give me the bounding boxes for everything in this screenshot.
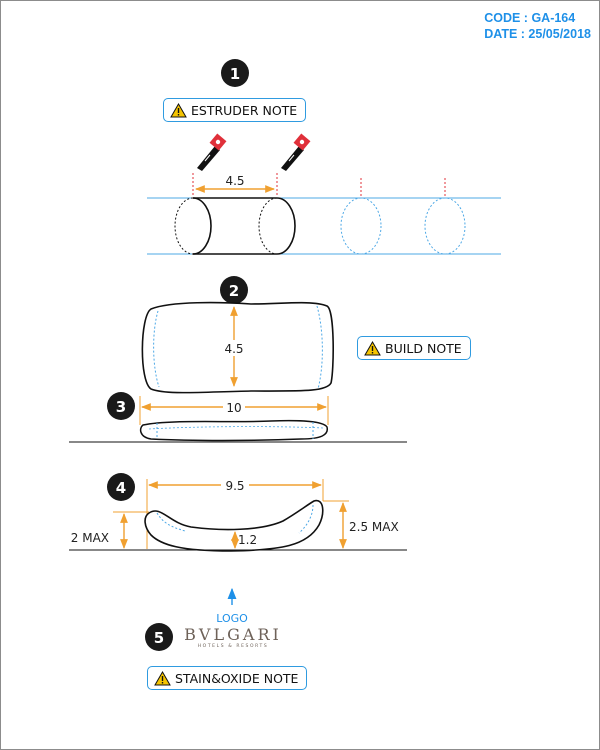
extrusion-spacing-label: 4.5 <box>225 174 244 188</box>
cut-lines <box>192 173 278 197</box>
slab-side-view <box>139 419 329 442</box>
final-length-label: 9.5 <box>225 479 244 493</box>
step-5-number: 5 <box>154 629 164 647</box>
warning-icon <box>154 670 171 685</box>
final-length-dimension: 9.5 <box>146 477 324 549</box>
brand-subline: HOTELS & RESORTS <box>197 644 269 649</box>
extruded-clay-slice <box>174 197 296 255</box>
warning-icon <box>170 102 187 117</box>
step-2-number: 2 <box>229 282 239 300</box>
step-5-badge: 5 <box>145 623 173 651</box>
center-thickness-dimension: 1.2 <box>231 531 257 549</box>
product-code: CODE : GA-164 <box>484 11 576 25</box>
build-height-dimension: 4.5 <box>222 306 246 387</box>
step-4-badge: 4 <box>107 473 135 501</box>
center-thickness-label: 1.2 <box>238 533 257 547</box>
warning-icon <box>364 340 381 355</box>
estruder-note-button[interactable]: ESTRUDER NOTE <box>163 98 307 122</box>
extruder-rails <box>147 197 501 255</box>
left-height-dimension: 2 MAX <box>71 511 149 549</box>
step-3-badge: 3 <box>107 392 135 420</box>
cutter-icon <box>281 133 311 171</box>
left-height-label: 2 MAX <box>71 531 109 545</box>
brand-logo: BVLGARI HOTELS & RESORTS <box>183 627 283 650</box>
step-3-number: 3 <box>116 398 126 416</box>
logo-pointer: LOGO <box>216 587 248 625</box>
code-block: CODE : GA-164 DATE : 25/05/2018 <box>484 10 591 42</box>
next-cut-outlines <box>340 178 466 255</box>
drawing-date: DATE : 25/05/2018 <box>484 27 591 41</box>
stain-oxide-note-button[interactable]: STAIN&OXIDE NOTE <box>147 666 308 690</box>
build-note-button[interactable]: BUILD NOTE <box>357 336 471 360</box>
estruder-note-label: ESTRUDER NOTE <box>191 102 298 118</box>
step-1-number: 1 <box>230 65 240 83</box>
build-length-label: 10 <box>226 401 241 415</box>
step-2-badge: 2 <box>220 276 248 304</box>
build-note-label: BUILD NOTE <box>385 340 462 356</box>
build-length-dimension: 10 <box>139 396 329 425</box>
stain-oxide-note-label: STAIN&OXIDE NOTE <box>175 670 299 686</box>
brand-wordmark: BVLGARI <box>184 625 282 644</box>
logo-label: LOGO <box>216 612 248 625</box>
right-height-dimension: 2.5 MAX <box>323 500 399 549</box>
extrusion-spacing-dimension: 4.5 <box>195 174 275 193</box>
step-4-number: 4 <box>116 479 126 497</box>
right-height-label: 2.5 MAX <box>349 520 399 534</box>
cutter-icon <box>197 133 227 171</box>
curved-dish-profile <box>144 499 324 552</box>
build-height-label: 4.5 <box>224 342 243 356</box>
step-1-badge: 1 <box>221 59 249 87</box>
